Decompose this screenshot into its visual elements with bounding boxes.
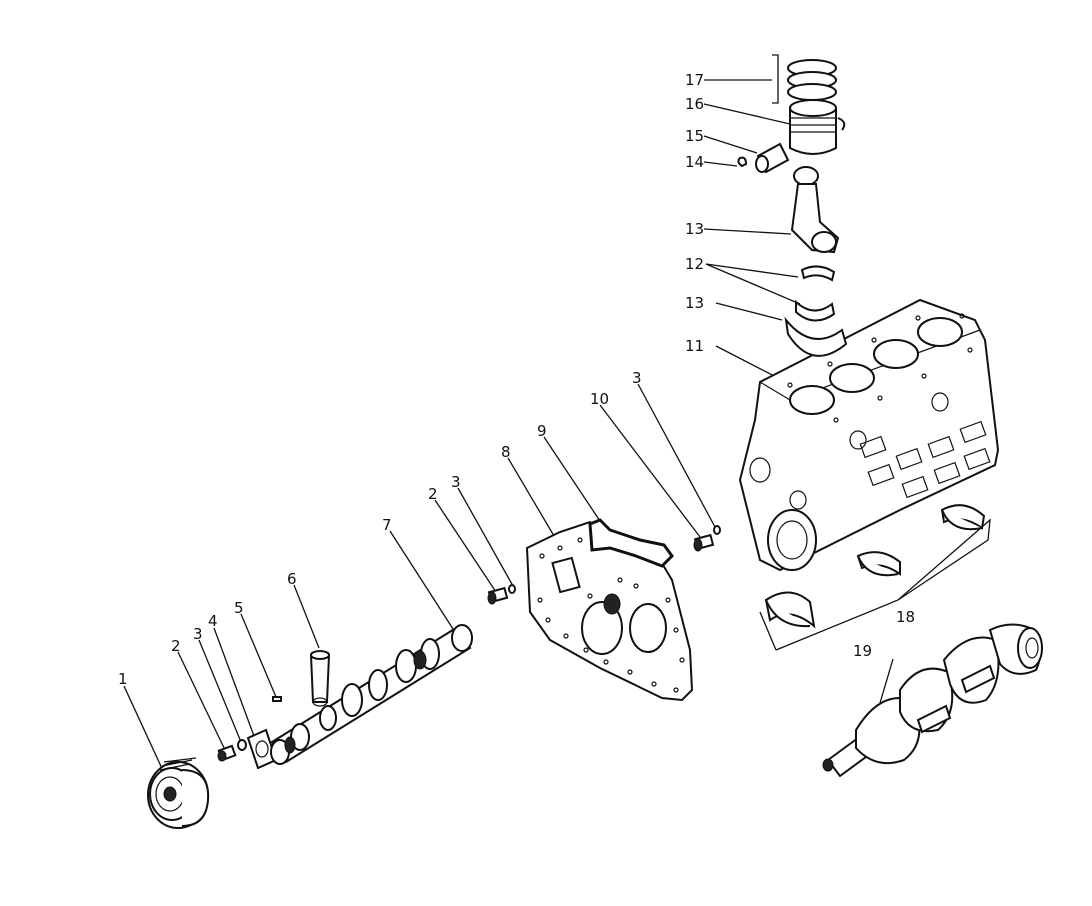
connecting-rod	[790, 166, 840, 254]
callout-8: 8	[501, 443, 511, 461]
callout-labels: 1 2 3 4 5 6 7 2 3 8 9 10 3 11 13 12 13 1…	[118, 71, 915, 688]
callout-17: 17	[685, 71, 704, 89]
rod-bearing-lower	[795, 299, 836, 322]
callout-9: 9	[537, 422, 547, 440]
piston	[789, 99, 846, 155]
rod-cap	[784, 316, 848, 357]
washer-left	[237, 739, 247, 751]
crankshaft	[822, 623, 1043, 778]
callout-19: 19	[853, 642, 872, 660]
callout-2b: 2	[428, 485, 438, 503]
callout-13a: 13	[685, 220, 704, 238]
callout-1: 1	[118, 670, 128, 688]
bolt-left	[217, 744, 237, 762]
callout-6: 6	[287, 570, 297, 588]
callout-7: 7	[382, 516, 392, 534]
callout-13b: 13	[685, 294, 704, 312]
camshaft	[270, 624, 473, 765]
callout-2: 2	[171, 637, 181, 655]
bolt-middle	[487, 584, 516, 605]
callout-16: 16	[685, 95, 704, 113]
callout-18: 18	[896, 608, 915, 626]
tappet	[309, 650, 331, 707]
front-plate	[525, 520, 694, 702]
timing-gear	[147, 757, 210, 829]
main-bearings	[764, 504, 986, 629]
callout-14: 14	[685, 153, 704, 171]
piston-pin-clip	[737, 156, 748, 168]
callout-4: 4	[208, 612, 218, 630]
callout-15: 15	[685, 127, 704, 145]
piston-rings	[787, 59, 837, 101]
bolt-right	[693, 525, 721, 552]
callout-5: 5	[234, 599, 244, 617]
leader-lines	[123, 54, 991, 776]
callout-3: 3	[193, 625, 203, 643]
cylinder-block	[738, 298, 1000, 572]
piston-pin	[755, 142, 790, 174]
callout-10: 10	[590, 390, 609, 408]
callout-12: 12	[685, 255, 704, 273]
callout-3c: 3	[632, 369, 642, 387]
rod-bearing-upper	[800, 265, 836, 282]
callout-3b: 3	[451, 473, 461, 491]
key	[272, 696, 282, 702]
callout-11: 11	[685, 337, 704, 355]
gasket	[588, 518, 674, 568]
